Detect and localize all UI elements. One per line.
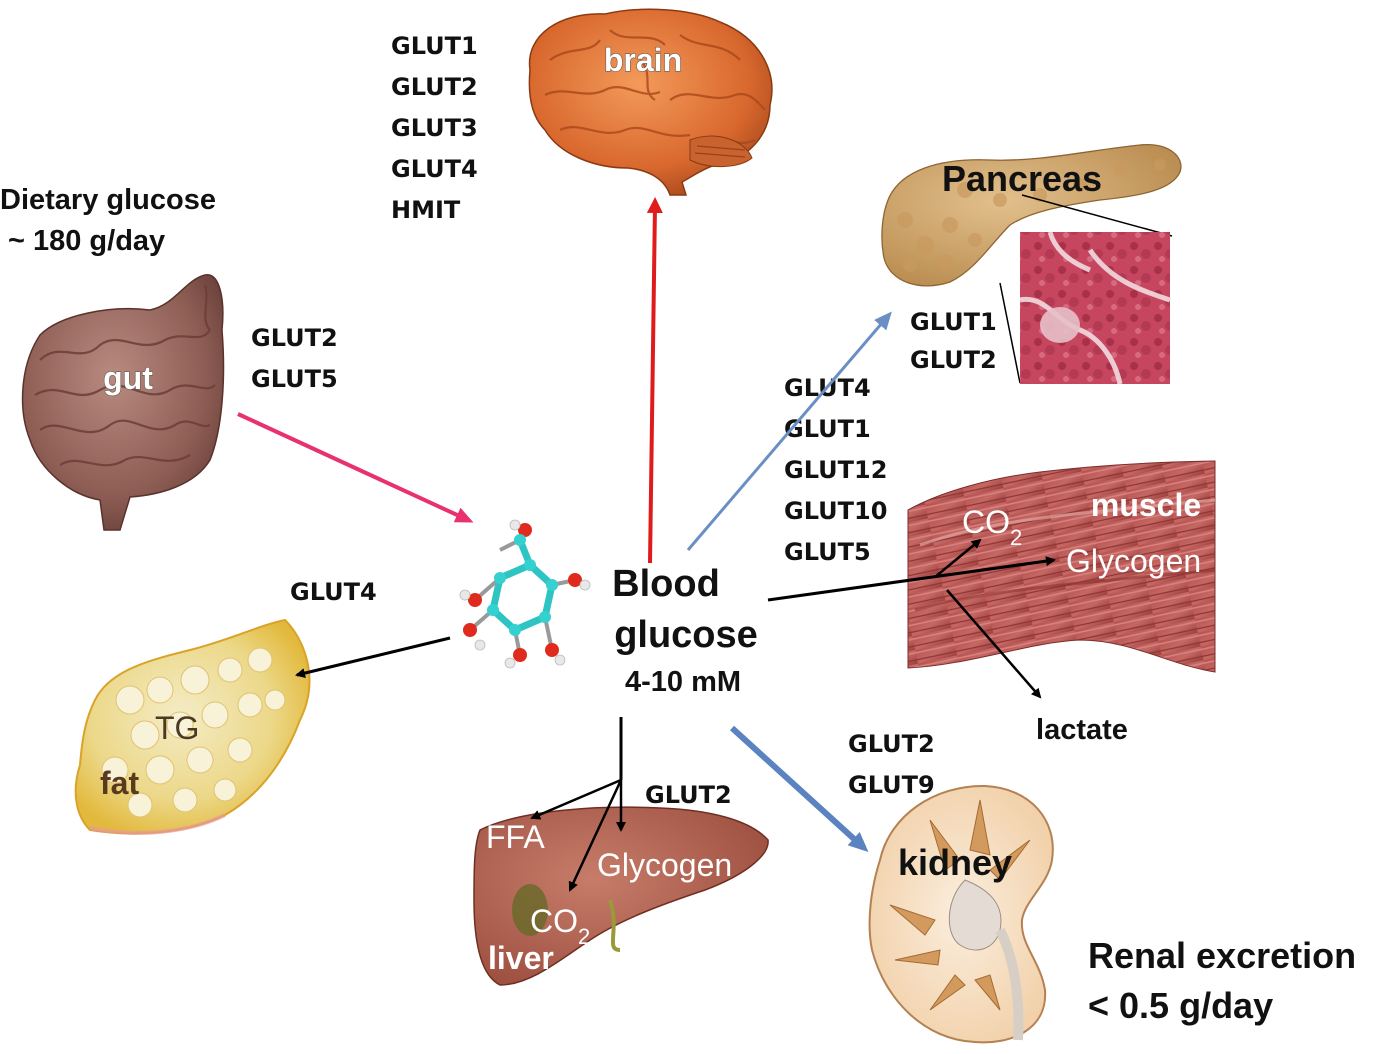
blood-to-pancreas-arrow [686,311,892,551]
muscle-co2-label: CO2 [962,504,1022,550]
glucose-molecule-model [459,519,591,669]
pancreas-illustration [881,144,1182,385]
blood-to-fat-arrow [295,636,451,678]
muscle-transporter: GLUT12 [784,456,887,484]
fat-label: fat [100,765,139,801]
liver-illustration [473,806,769,986]
gut-label: gut [103,360,153,396]
blood-glucose-label-line1: Blood [612,563,720,605]
fat-transporter: GLUT4 [290,578,377,606]
brain-transporter: GLUT2 [391,73,478,101]
muscle-transporter: GLUT10 [784,497,887,525]
brain-transporter: GLUT4 [391,155,478,183]
muscle-to-lactate-arrow [946,589,1042,699]
kidney-transporter: GLUT2 [848,730,935,758]
dietary-glucose-label: Dietary glucose [0,184,216,216]
pancreas-transporter: GLUT2 [910,346,997,374]
pancreas-label: Pancreas [942,158,1102,199]
liver-to-co2-arrow [568,779,623,892]
brain-transporter-list: GLUT1 GLUT2 GLUT3 GLUT4 HMIT [391,32,478,224]
kidney-label: kidney [898,842,1012,883]
liver-transporter: GLUT2 [645,781,732,809]
gut-transporter: GLUT2 [251,324,338,352]
gut-to-blood-arrow [237,412,474,523]
blood-to-muscle-glycogen-arrow [767,556,1056,602]
blood-glucose-range: 4-10 mM [625,666,741,698]
liver-to-ffa-arrow [530,778,622,820]
liver-label: liver [488,940,554,976]
muscle-transporter: GLUT1 [784,415,871,443]
liver-glycogen-label: Glycogen [597,847,732,883]
kidney-transporter-list: GLUT2 GLUT9 [848,730,935,799]
tg-label: TG [155,710,199,746]
dietary-glucose-amount: ~ 180 g/day [8,225,165,257]
muscle-transporter: GLUT5 [784,538,871,566]
muscle-illustration [907,460,1216,673]
muscle-co2-text: CO [962,504,1010,540]
liver-co2-text: CO [530,903,578,939]
liver-co2-label: CO2 [530,903,590,949]
brain-transporter: GLUT1 [391,32,478,60]
blood-to-kidney-arrow [729,725,869,853]
gut-illustration [21,274,225,531]
muscle-label: muscle [1091,487,1201,523]
brain-transporter: HMIT [391,196,461,224]
pancreas-transporter: GLUT1 [910,308,997,336]
pancreas-transporter-list: GLUT1 GLUT2 [910,308,997,374]
renal-excretion-amount: < 0.5 g/day [1088,985,1273,1026]
brain-illustration [528,8,773,196]
muscle-to-co2-arrow [934,538,982,578]
lactate-label: lactate [1036,714,1128,746]
kidney-transporter: GLUT9 [848,771,935,799]
gut-transporter: GLUT5 [251,365,338,393]
gut-transporter-list: GLUT2 GLUT5 [251,324,338,393]
kidney-illustration [868,784,1054,1044]
liver-co2-subscript: 2 [578,924,590,949]
renal-excretion-label: Renal excretion [1088,935,1356,976]
fat-illustration [74,618,311,835]
ffa-label: FFA [486,819,545,855]
blood-to-brain-arrow [646,197,663,564]
blood-glucose-label-line2: glucose [614,614,758,656]
muscle-transporter-list: GLUT4 GLUT1 GLUT12 GLUT10 GLUT5 [784,374,887,566]
muscle-glycogen-label: Glycogen [1066,543,1201,579]
brain-label: brain [604,42,682,78]
muscle-co2-subscript: 2 [1010,525,1022,550]
brain-transporter: GLUT3 [391,114,478,142]
